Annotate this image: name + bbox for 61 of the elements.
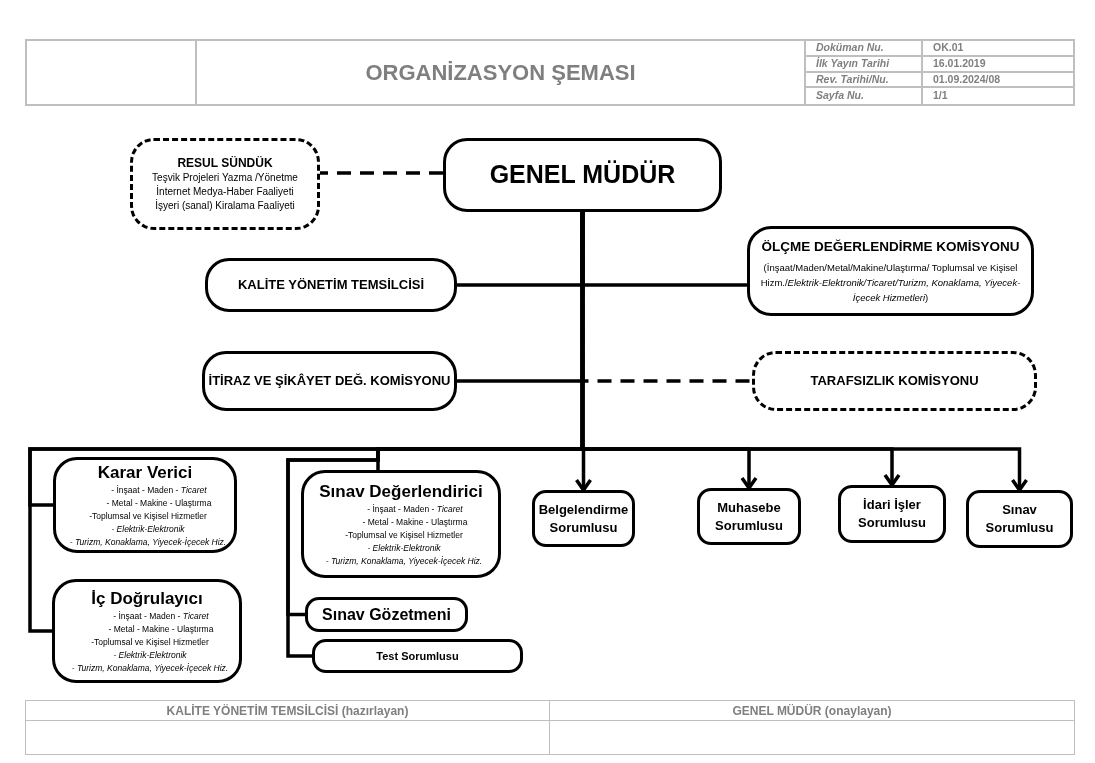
field-line: - İnşaat - Maden - Ticaret (366, 502, 464, 516)
dashed-rounded-box (130, 138, 320, 230)
rounded-box (747, 226, 1034, 316)
activity-line: İnternet Medya-Haber Faaliyeti (156, 185, 294, 199)
rounded-box (838, 485, 946, 543)
rounded-box (532, 490, 635, 547)
field-line: - İnşaat - Maden - Ticaret (110, 483, 208, 497)
rounded-box (52, 579, 242, 683)
field-label: Rev. Tarihi/Nu. (816, 71, 889, 87)
node-title: Test Sorumlusu (376, 648, 459, 664)
field-value: 01.09.2024/08 (933, 71, 1001, 87)
node-title: Sınav Gözetmeni (322, 604, 451, 625)
node-title: Muhasebe Sorumlusu (714, 498, 784, 535)
field-line: - Elektrik-Elektronik (112, 648, 188, 662)
field-line: - Turizm, Konaklama, Yiyecek-İçecek Hiz. (68, 535, 228, 549)
activity-line: Teşvik Projeleri Yazma /Yönetme (152, 171, 298, 185)
field-line: - İnşaat - Maden - Ticaret (112, 609, 210, 623)
node-title: İdari İşler Sorumlusu (857, 496, 927, 532)
activity-line: İşyeri (sanal) Kiralama Faaliyeti (155, 199, 295, 213)
node-title: Karar Verici (96, 461, 194, 484)
field-label: Doküman Nu. (816, 40, 884, 55)
rounded-box (966, 490, 1073, 548)
rounded-box (305, 597, 468, 632)
node-title: Sınav Değerlendirici (318, 480, 484, 503)
field-line: - Metal - Makine - Ulaştırma (105, 496, 213, 510)
dashed-connector (320, 171, 443, 175)
field-line: -Toplumsal ve Kişisel Hizmetler (344, 528, 464, 542)
field-value: OK.01 (933, 40, 964, 55)
dashed-rounded-box (752, 351, 1037, 411)
rounded-box (443, 138, 722, 212)
person-name: RESUL SÜNDÜK (177, 155, 273, 171)
field-line: - Turizm, Konaklama, Yiyecek-İçecek Hiz. (70, 661, 230, 675)
node-title: TARAFSIZLIK KOMİSYONU (810, 372, 979, 391)
field-line: - Metal - Makine - Ulaştırma (107, 622, 215, 636)
field-label: Sayfa Nu. (816, 88, 864, 104)
node-title: GENEL MÜDÜR (489, 159, 676, 191)
node-title: Belgelendirme Sorumlusu (537, 500, 630, 537)
node-title: ÖLÇME DEĞERLENDİRME KOMİSYONU (761, 237, 1020, 256)
rounded-box (301, 470, 501, 578)
field-label: İlk Yayın Tarihi (816, 55, 890, 71)
field-line: -Toplumsal ve Kişisel Hizmetler (90, 635, 210, 649)
node-description: (İnşaat/Maden/Metal/Makine/Ulaştırma/ Toplumsal ve Kişisel Hizm./Elektrik-Elektronik/Ticaret/Turizm, Konaklama, Yiyecek-İçecek Hizmetleri) (759, 261, 1022, 306)
document-title: ORGANİZASYON ŞEMASI (365, 59, 636, 87)
rounded-box (205, 258, 457, 312)
rounded-box (312, 639, 523, 673)
node-title: KALİTE YÖNETİM TEMSİLCİSİ (237, 276, 425, 295)
field-line: - Turizm, Konaklama, Yiyecek-İçecek Hiz. (324, 554, 484, 568)
field-line: - Elektrik-Elektronik (110, 522, 186, 536)
node-title: Sınav Sorumlusu (984, 501, 1055, 537)
signature-heading: GENEL MÜDÜR (onaylayan) (732, 702, 892, 720)
field-line: -Toplumsal ve Kişisel Hizmetler (88, 509, 208, 523)
rounded-box (53, 457, 237, 553)
field-value: 1/1 (933, 88, 948, 104)
node-title: İTİRAZ VE ŞİKÂYET DEĞ. KOMİSYONU (208, 372, 451, 391)
signature-heading: KALİTE YÖNETİM TEMSİLCİSİ (hazırlayan) (166, 702, 409, 720)
field-value: 16.01.2019 (933, 55, 986, 71)
field-line: - Elektrik-Elektronik (366, 541, 442, 555)
node-title: İç Doğrulayıcı (90, 587, 204, 610)
field-line: - Metal - Makine - Ulaştırma (361, 515, 469, 529)
rounded-box (202, 351, 457, 411)
rounded-box (697, 488, 801, 545)
